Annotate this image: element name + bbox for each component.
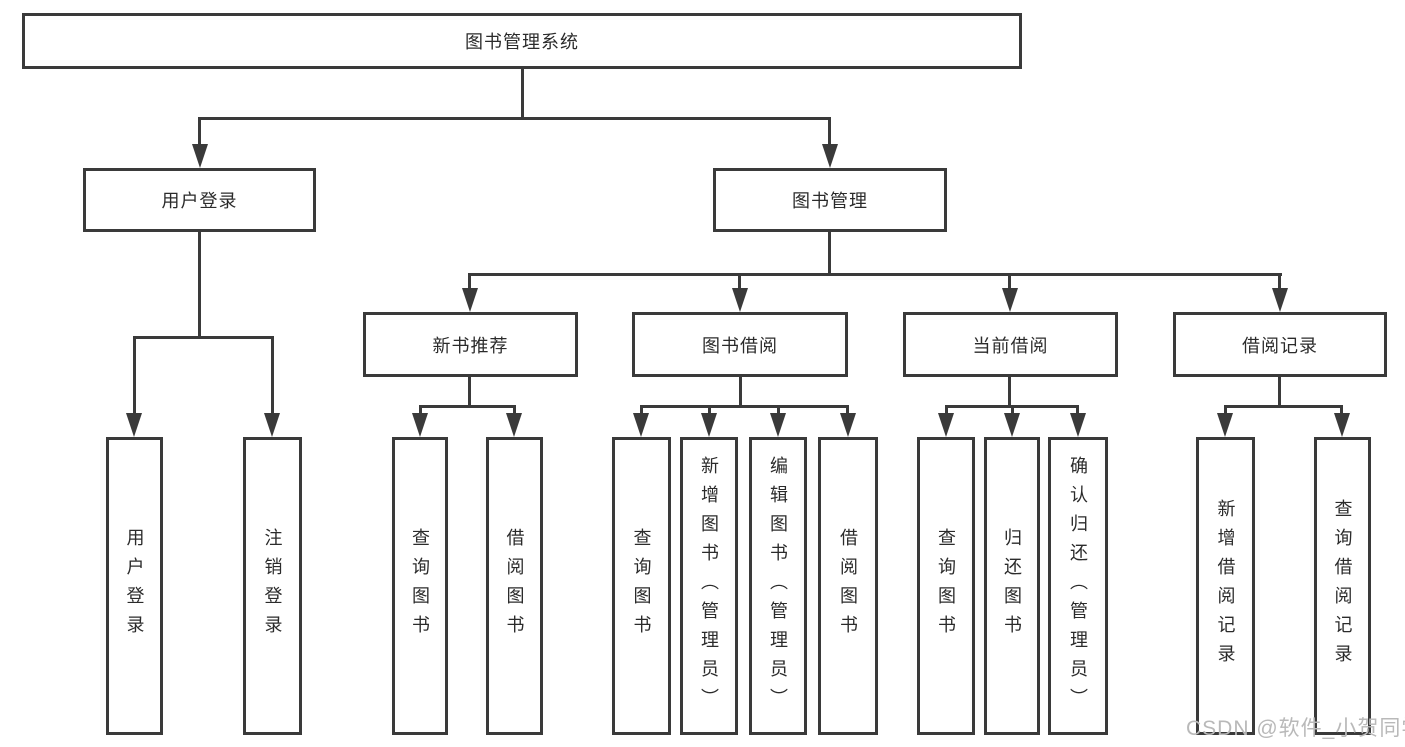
arrow-down-icon (264, 413, 280, 437)
connector-line (640, 405, 849, 408)
arrow-down-icon (633, 413, 649, 437)
arrow-down-icon (126, 413, 142, 437)
arrow-down-icon (1004, 413, 1020, 437)
arrow-down-icon (506, 413, 522, 437)
connector-line (828, 117, 831, 147)
leaf-query-books-recommend: 查询图书 (392, 437, 448, 735)
leaf-edit-books-admin: 编辑图书（管理员） (749, 437, 807, 735)
arrow-down-icon (938, 413, 954, 437)
leaf-query-books-current: 查询图书 (917, 437, 975, 735)
connector-line (739, 377, 742, 405)
leaf-logout: 注销登录 (243, 437, 302, 735)
connector-line (1008, 273, 1011, 290)
arrow-down-icon (701, 413, 717, 437)
connector-line (513, 405, 516, 415)
node-user-login: 用户登录 (83, 168, 316, 232)
node-book-management: 图书管理 (713, 168, 947, 232)
arrow-down-icon (1334, 413, 1350, 437)
connector-line (1011, 405, 1014, 415)
connector-line (1008, 377, 1011, 405)
arrow-down-icon (462, 288, 478, 312)
arrow-down-icon (1002, 288, 1018, 312)
connector-line (738, 273, 741, 290)
arrow-down-icon (732, 288, 748, 312)
arrow-down-icon (412, 413, 428, 437)
connector-line (419, 405, 422, 415)
node-library-management-system: 图书管理系统 (22, 13, 1022, 69)
node-book-borrowing: 图书借阅 (632, 312, 848, 377)
connector-line (419, 405, 516, 408)
leaf-return-books: 归还图书 (984, 437, 1040, 735)
connector-line (945, 405, 948, 415)
node-new-book-recommend: 新书推荐 (363, 312, 578, 377)
node-current-borrowing: 当前借阅 (903, 312, 1118, 377)
connector-line (521, 69, 524, 117)
connector-line (198, 117, 201, 147)
connector-line (828, 232, 831, 273)
arrow-down-icon (822, 144, 838, 168)
connector-line (199, 117, 831, 120)
connector-line (1278, 273, 1281, 290)
leaf-confirm-return-admin: 确认归还（管理员） (1048, 437, 1108, 735)
arrow-down-icon (192, 144, 208, 168)
leaf-add-borrow-record: 新增借阅记录 (1196, 437, 1255, 735)
leaf-borrow-books: 借阅图书 (818, 437, 878, 735)
connector-line (1224, 405, 1343, 408)
connector-line (271, 336, 274, 415)
connector-line (468, 273, 471, 290)
arrow-down-icon (770, 413, 786, 437)
leaf-user-login: 用户登录 (106, 437, 163, 735)
connector-line (1278, 377, 1281, 405)
arrow-down-icon (1070, 413, 1086, 437)
arrow-down-icon (840, 413, 856, 437)
connector-line (1224, 405, 1227, 415)
connector-line (640, 405, 643, 415)
node-borrow-records: 借阅记录 (1173, 312, 1387, 377)
csdn-watermark: CSDN @软件_小贺同学 (1186, 717, 1405, 740)
connector-line (468, 377, 471, 405)
leaf-query-books-borrowing: 查询图书 (612, 437, 671, 735)
connector-line (777, 405, 780, 415)
leaf-query-borrow-record: 查询借阅记录 (1314, 437, 1371, 735)
connector-line (1340, 405, 1343, 415)
connector-line (133, 336, 274, 339)
connector-line (846, 405, 849, 415)
connector-line (198, 232, 201, 336)
leaf-add-books-admin: 新增图书（管理员） (680, 437, 738, 735)
connector-line (708, 405, 711, 415)
leaf-borrow-books-recommend: 借阅图书 (486, 437, 543, 735)
connector-line (469, 273, 1282, 276)
connector-line (1076, 405, 1079, 415)
connector-line (133, 336, 136, 415)
arrow-down-icon (1272, 288, 1288, 312)
arrow-down-icon (1217, 413, 1233, 437)
